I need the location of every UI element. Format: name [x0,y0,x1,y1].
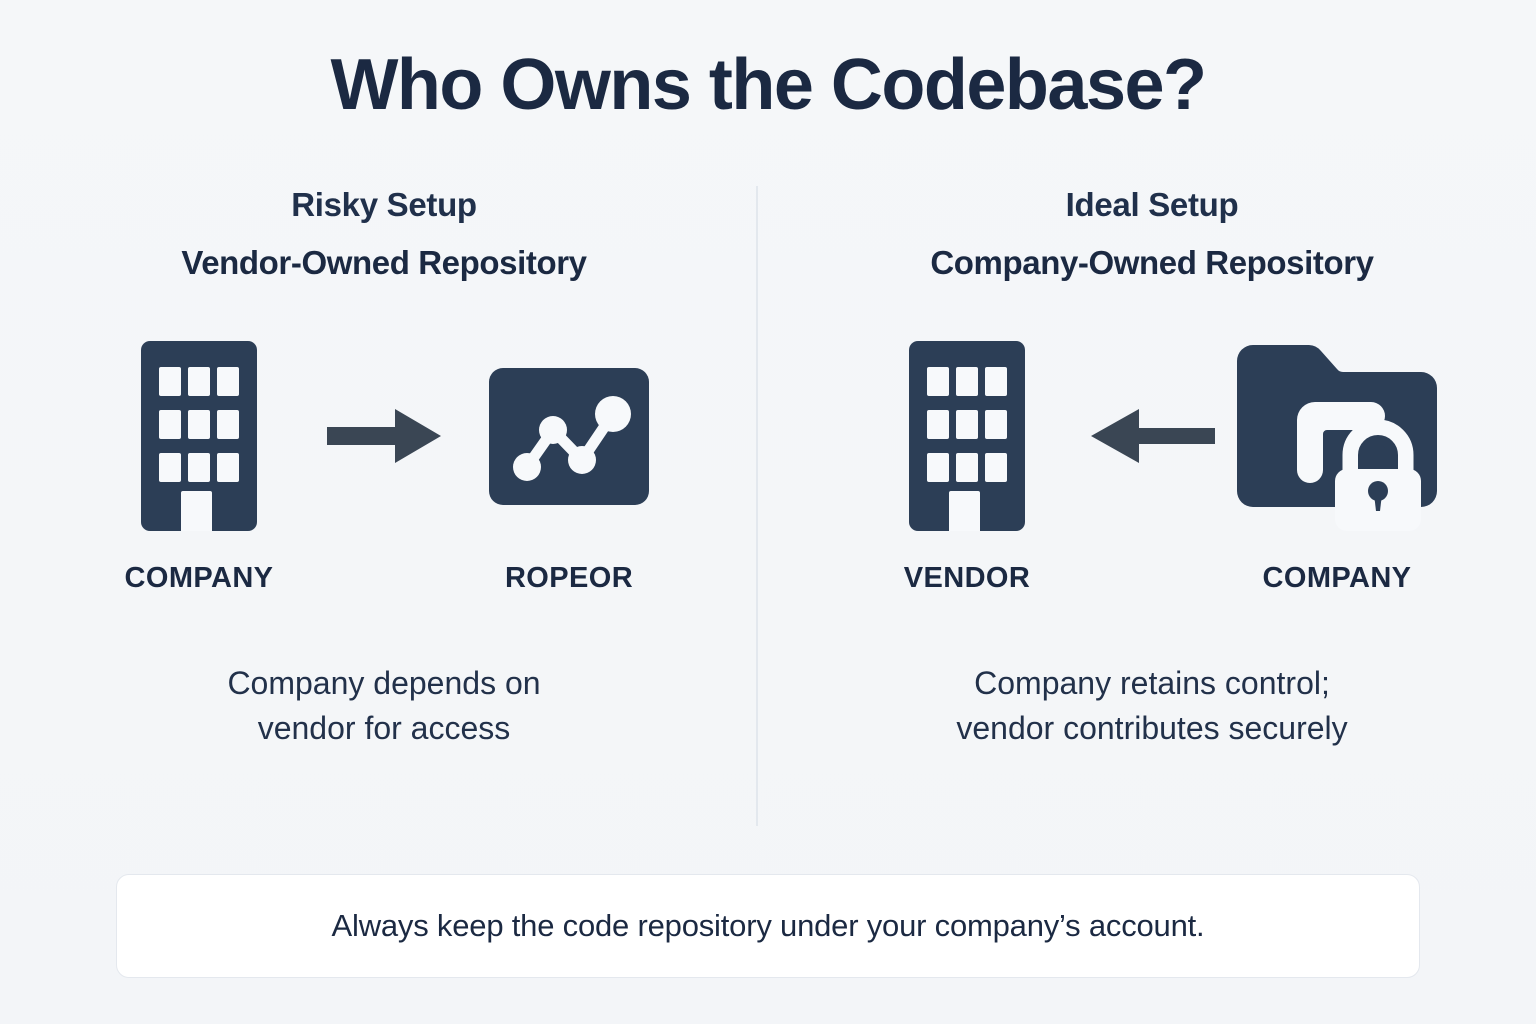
caption-line-1: Company depends on [227,665,541,701]
icon-label-vendor: VENDOR [903,562,1031,594]
arrow-slot-right [309,405,459,467]
label-gap [309,562,459,595]
column-heading-risky: Risky Setup [291,186,477,223]
repository-chart-icon [489,367,649,505]
label-row-ideal: VENDOR COMPANY [768,562,1536,595]
column-caption-risky: Company depends on vendor for access [227,661,540,752]
icon-label-ropeor: ROPEOR [504,562,634,594]
building-icon [909,341,1025,531]
icon-slot-vendor-building [857,341,1077,531]
columns-container: Risky Setup Vendor-Owned Repository [0,186,1536,826]
icon-slot-company-building [89,341,309,531]
column-risky-setup: Risky Setup Vendor-Owned Repository [0,186,768,826]
column-subheading-risky: Vendor-Owned Repository [181,244,587,281]
takeaway-banner: Always keep the code repository under yo… [116,874,1420,978]
icon-slot-folder-lock [1227,339,1447,534]
label-row-risky: COMPANY ROPEOR [0,562,768,595]
folder-lock-icon [1231,339,1443,534]
arrow-left-icon [1087,405,1217,467]
column-caption-ideal: Company retains control; vendor contribu… [956,661,1347,752]
building-icon [141,341,257,531]
column-heading-ideal: Ideal Setup [1065,186,1239,223]
column-subheading-ideal: Company-Owned Repository [930,244,1374,281]
caption-line-2: vendor for access [257,710,511,747]
icon-slot-repository [459,367,679,505]
takeaway-banner-text: Always keep the code repository under yo… [331,908,1205,943]
icon-label-company-left: COMPANY [124,562,274,594]
column-divider [756,186,758,826]
caption-line-2: vendor contributes securely [956,710,1348,747]
page-title: Who Owns the Codebase? [330,45,1207,125]
column-ideal-setup: Ideal Setup Company-Owned Repository [768,186,1536,826]
arrow-right-icon [325,405,443,467]
label-gap [1077,562,1227,595]
arrow-slot-left [1077,405,1227,467]
caption-line-1: Company retains control; [974,665,1330,701]
icon-row-ideal [768,336,1536,536]
icon-row-risky [0,336,768,536]
icon-label-company-right: COMPANY [1262,562,1412,594]
